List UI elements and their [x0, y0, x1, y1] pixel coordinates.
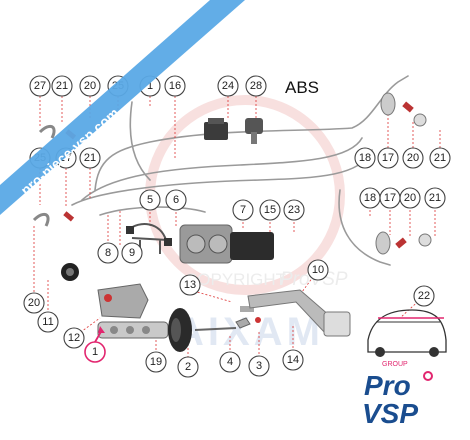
- callout-18[interactable]: 18: [354, 147, 376, 169]
- callout-23[interactable]: 23: [283, 199, 305, 221]
- svg-text:1: 1: [147, 80, 153, 92]
- reservoir-cap: [61, 263, 79, 281]
- hydraulic-unit: [179, 224, 274, 264]
- callout-2[interactable]: 2: [177, 356, 199, 378]
- svg-text:21: 21: [56, 80, 68, 92]
- svg-text:10: 10: [312, 264, 324, 276]
- svg-text:15: 15: [264, 204, 276, 216]
- callout-27[interactable]: 27: [29, 75, 51, 97]
- svg-text:28: 28: [250, 80, 262, 92]
- svg-text:17: 17: [382, 152, 394, 164]
- callout-20[interactable]: 20: [399, 187, 421, 209]
- brake-booster: [168, 308, 192, 352]
- callout-12[interactable]: 12: [63, 327, 85, 349]
- svg-text:24: 24: [222, 80, 234, 92]
- callout-6[interactable]: 6: [165, 189, 187, 211]
- callout-5[interactable]: 5: [139, 189, 161, 211]
- svg-text:14: 14: [287, 354, 299, 366]
- callout-7[interactable]: 7: [232, 199, 254, 221]
- svg-text:2: 2: [185, 361, 191, 373]
- svg-text:18: 18: [359, 152, 371, 164]
- svg-text:6: 6: [173, 194, 179, 206]
- svg-text:20: 20: [84, 80, 96, 92]
- svg-text:3: 3: [256, 360, 262, 372]
- brake-pedal: [247, 289, 351, 337]
- callout-1-highlighted[interactable]: 1: [84, 341, 106, 363]
- callout-15[interactable]: 15: [259, 199, 281, 221]
- svg-text:21: 21: [429, 192, 441, 204]
- parts: [32, 92, 447, 357]
- callout-24[interactable]: 24: [217, 75, 239, 97]
- provsp-logo: GROUP Pro VSP: [362, 361, 433, 429]
- callout-21[interactable]: 21: [429, 147, 451, 169]
- svg-text:5: 5: [147, 194, 153, 206]
- svg-text:4: 4: [227, 356, 233, 368]
- callout-17[interactable]: 17: [379, 187, 401, 209]
- abs-title: ABS: [285, 78, 319, 97]
- abs-control-module: [204, 118, 228, 140]
- svg-text:16: 16: [169, 80, 181, 92]
- callout-20[interactable]: 20: [23, 292, 45, 314]
- copyright-watermark: COPYRIGHT: [185, 270, 286, 289]
- callout-28[interactable]: 28: [245, 75, 267, 97]
- svg-text:20: 20: [404, 192, 416, 204]
- pushrod: [194, 327, 237, 331]
- callout-3[interactable]: 3: [248, 355, 270, 377]
- callout-10[interactable]: 10: [307, 259, 329, 281]
- svg-text:23: 23: [288, 204, 300, 216]
- callout-9[interactable]: 9: [121, 242, 143, 264]
- svg-text:21: 21: [434, 152, 446, 164]
- callout-16[interactable]: 16: [164, 75, 186, 97]
- svg-text:11: 11: [42, 316, 53, 328]
- svg-text:19: 19: [150, 356, 162, 368]
- callout-21[interactable]: 21: [79, 147, 101, 169]
- svg-text:9: 9: [129, 247, 135, 259]
- callout-18[interactable]: 18: [359, 187, 381, 209]
- callout-19[interactable]: 19: [145, 351, 167, 373]
- callout-8[interactable]: 8: [97, 242, 119, 264]
- reservoir: [97, 283, 149, 319]
- logo-line1: Pro: [364, 370, 411, 401]
- svg-text:13: 13: [184, 279, 196, 291]
- callout-17[interactable]: 17: [377, 147, 399, 169]
- svg-text:1: 1: [92, 346, 98, 358]
- callout-20[interactable]: 20: [402, 147, 424, 169]
- svg-text:17: 17: [384, 192, 396, 204]
- car-outline: [367, 309, 447, 357]
- callout-13[interactable]: 13: [179, 274, 201, 296]
- wheel-speed-sensors: [32, 92, 432, 255]
- callout-11[interactable]: 11: [37, 311, 59, 333]
- svg-text:20: 20: [28, 297, 40, 309]
- callout-21[interactable]: 21: [424, 187, 446, 209]
- brand-wordmark-watermark: AIXAM: [175, 310, 324, 354]
- callout-20[interactable]: 20: [79, 75, 101, 97]
- wiring-harness: [126, 223, 172, 254]
- logo-line2: VSP: [362, 398, 418, 429]
- svg-text:20: 20: [407, 152, 419, 164]
- callout-4[interactable]: 4: [219, 351, 241, 373]
- svg-text:7: 7: [240, 204, 246, 216]
- logo-tag: GROUP: [382, 361, 408, 368]
- callout-21[interactable]: 21: [51, 75, 73, 97]
- svg-text:22: 22: [418, 290, 430, 302]
- svg-text:18: 18: [364, 192, 376, 204]
- highlight-arrow-head: [98, 326, 105, 333]
- master-cylinder: [97, 321, 169, 339]
- callout-14[interactable]: 14: [282, 349, 304, 371]
- callout-22[interactable]: 22: [413, 285, 435, 307]
- svg-text:8: 8: [105, 247, 111, 259]
- svg-text:27: 27: [34, 80, 46, 92]
- abs-sensor-connector: [245, 118, 263, 144]
- pedal-pin-clips: [235, 306, 261, 329]
- svg-text:21: 21: [84, 152, 96, 164]
- logo-dot: [423, 371, 433, 381]
- svg-text:12: 12: [68, 332, 80, 344]
